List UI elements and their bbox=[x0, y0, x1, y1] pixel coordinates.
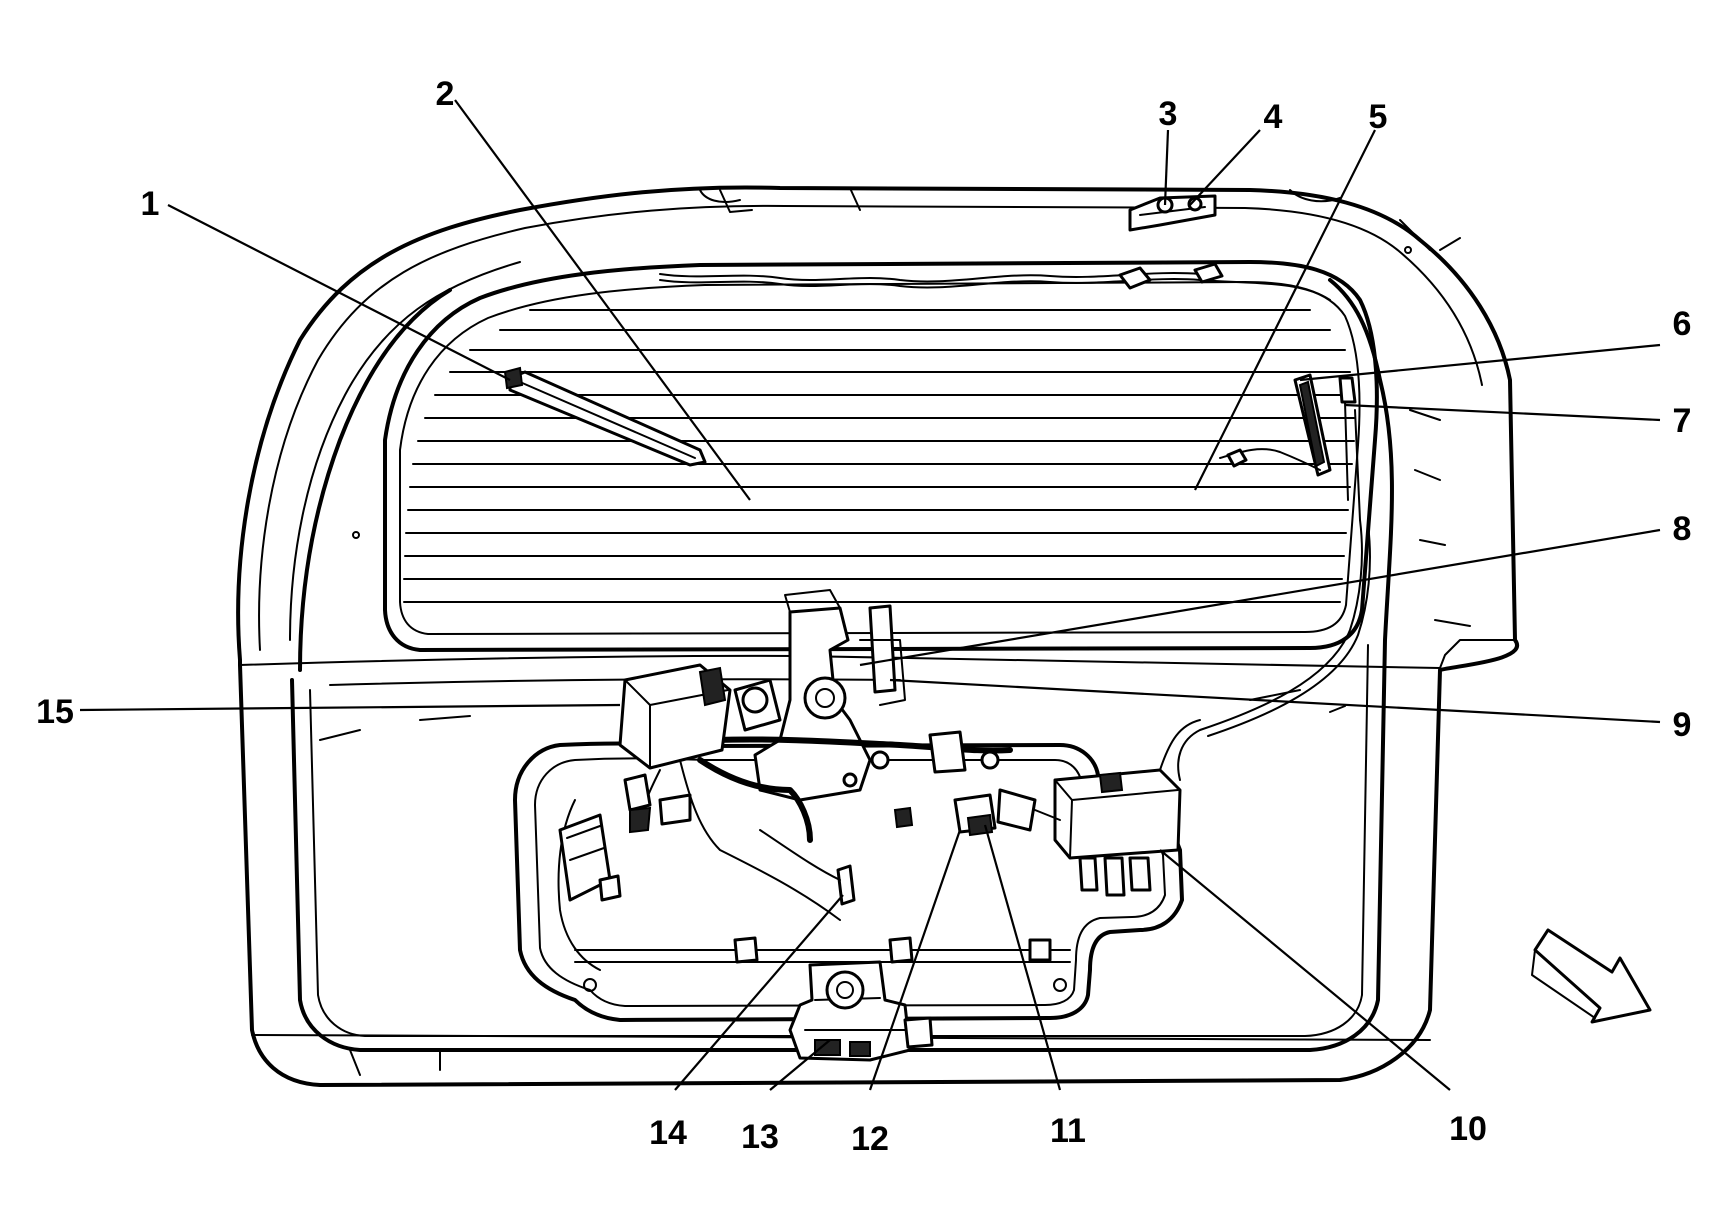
callout-14: 14 bbox=[649, 1114, 687, 1152]
right-control-module bbox=[1053, 719, 1201, 897]
small-connector bbox=[759, 829, 856, 906]
callout-8: 8 bbox=[1673, 510, 1692, 548]
leader-6 bbox=[1299, 343, 1661, 382]
leader-14 bbox=[674, 894, 844, 1091]
leader-8 bbox=[859, 528, 1661, 667]
leader-15 bbox=[79, 703, 621, 712]
liftgate-latch-assembly bbox=[788, 960, 934, 1062]
callout-12: 12 bbox=[851, 1120, 889, 1158]
leader-12 bbox=[868, 829, 962, 1091]
callout-7: 7 bbox=[1673, 402, 1692, 440]
callout-5: 5 bbox=[1369, 98, 1388, 136]
release-mechanism bbox=[712, 589, 1013, 802]
inner-panel-cutout bbox=[513, 741, 1184, 1022]
liftgate-body bbox=[236, 185, 1520, 1087]
upper-wiring-harness bbox=[659, 189, 1331, 301]
leader-10 bbox=[1159, 849, 1451, 1091]
callout-15: 15 bbox=[36, 693, 74, 731]
leader-1 bbox=[167, 204, 511, 381]
leader-13 bbox=[769, 1039, 831, 1091]
callout-3: 3 bbox=[1159, 95, 1178, 133]
callout-labels: 1 2 3 4 5 6 7 8 9 10 11 12 13 14 15 bbox=[36, 75, 1691, 1158]
leader-3 bbox=[1163, 129, 1170, 206]
callout-4: 4 bbox=[1264, 98, 1283, 136]
callout-9: 9 bbox=[1673, 706, 1692, 744]
leader-11 bbox=[983, 824, 1062, 1091]
right-side-components bbox=[1177, 373, 1371, 781]
callout-6: 6 bbox=[1673, 305, 1692, 343]
callout-13: 13 bbox=[741, 1118, 779, 1156]
leader-4 bbox=[1189, 129, 1261, 206]
leader-5 bbox=[1194, 129, 1376, 491]
callout-leader-lines bbox=[79, 99, 1661, 1091]
forward-arrow-icon bbox=[1531, 928, 1652, 1024]
leader-2 bbox=[454, 99, 751, 501]
rear-wiper-arm bbox=[503, 366, 707, 467]
callout-10: 10 bbox=[1449, 1110, 1487, 1148]
leader-9 bbox=[889, 678, 1661, 724]
callout-2: 2 bbox=[436, 75, 455, 113]
callout-1: 1 bbox=[141, 185, 160, 223]
leader-7 bbox=[1344, 403, 1661, 422]
relay-components bbox=[893, 788, 1061, 837]
callout-11: 11 bbox=[1050, 1112, 1086, 1150]
control-module bbox=[618, 663, 841, 921]
